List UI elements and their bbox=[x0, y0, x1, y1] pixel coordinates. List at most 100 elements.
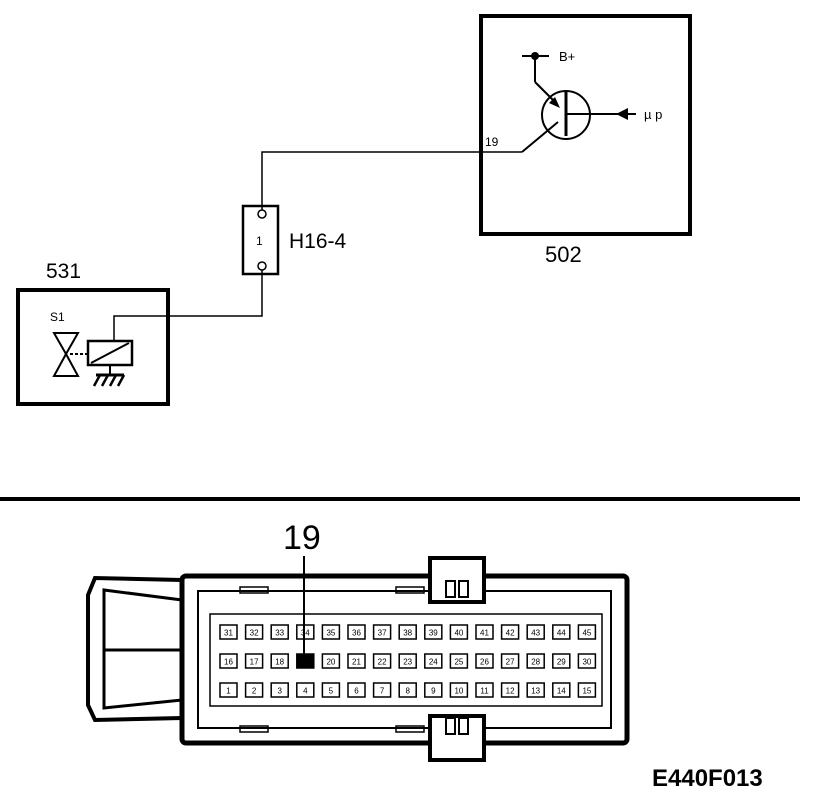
connector-pin-label: 33 bbox=[275, 629, 284, 638]
connector-pin bbox=[244, 624, 264, 640]
bottom-lock-slot-right bbox=[458, 717, 469, 735]
valve-unit-531: 531 S1 bbox=[16, 260, 170, 406]
connector-pin-label: 18 bbox=[275, 658, 284, 667]
connector-pin-label: 39 bbox=[429, 629, 438, 638]
connector-pin-label: 10 bbox=[454, 687, 463, 696]
connector-pin-label: 8 bbox=[405, 687, 410, 696]
connector-pin bbox=[321, 682, 341, 698]
connector-pin-label: 9 bbox=[431, 687, 436, 696]
connector-pin bbox=[347, 653, 366, 669]
connector-pin bbox=[552, 682, 571, 698]
connector-pin bbox=[500, 653, 520, 669]
connector-pin-label: 45 bbox=[582, 629, 591, 638]
connector-pin-label: 31 bbox=[224, 629, 233, 638]
connector-pin-label: 27 bbox=[506, 658, 515, 667]
connector-pin bbox=[321, 624, 341, 640]
connector-pin-label: 40 bbox=[454, 629, 463, 638]
guide-rib bbox=[239, 725, 269, 733]
connector-housing-inner bbox=[197, 590, 612, 729]
valve-unit-box bbox=[16, 288, 170, 406]
connector-pin bbox=[424, 624, 443, 640]
connector-pin bbox=[270, 682, 289, 698]
bottom-lock-tab bbox=[428, 714, 486, 762]
top-lock-slot-right bbox=[458, 580, 469, 598]
connector-pin bbox=[244, 653, 264, 669]
connector-pin bbox=[449, 682, 469, 698]
connector-pin bbox=[372, 624, 392, 640]
connector-pin-label: 25 bbox=[454, 658, 463, 667]
top-lock-tab bbox=[428, 556, 486, 604]
ground-icon bbox=[92, 373, 126, 387]
guide-rib bbox=[395, 586, 425, 594]
connector-pin-label: 23 bbox=[403, 658, 412, 667]
connector-label: H16-4 bbox=[289, 230, 347, 253]
valve-symbol-top bbox=[52, 332, 80, 357]
bottom-lock-slot-left bbox=[445, 717, 456, 735]
connector-pin-label: 19 bbox=[301, 658, 310, 667]
connector-h16-4: 1 H16-4 bbox=[241, 204, 347, 276]
connector-pin-label: 20 bbox=[326, 658, 335, 667]
connector-pin-label: 35 bbox=[326, 629, 335, 638]
signal-wire bbox=[261, 151, 522, 210]
connector-pin-label: 21 bbox=[352, 658, 361, 667]
connector-pin-label: 3 bbox=[277, 687, 282, 696]
connector-pin-label: 24 bbox=[429, 658, 438, 667]
valve-wire bbox=[113, 270, 263, 340]
connector-pin bbox=[270, 624, 289, 640]
valve-label: S1 bbox=[50, 310, 65, 324]
connector-pin bbox=[449, 624, 469, 640]
connector-pin bbox=[398, 653, 417, 669]
connector-pin bbox=[500, 682, 520, 698]
connector-pin bbox=[347, 624, 366, 640]
connector-pin-label: 42 bbox=[506, 629, 515, 638]
connector-pin bbox=[475, 653, 494, 669]
connector-pin-label: 38 bbox=[403, 629, 412, 638]
connector-pin-label: 29 bbox=[557, 658, 566, 667]
connector-pin-number: 1 bbox=[256, 234, 263, 248]
connector-housing bbox=[179, 573, 630, 746]
figure-id: E440F013 bbox=[652, 765, 763, 792]
connector-pin bbox=[296, 624, 315, 640]
connector-pin-label: 6 bbox=[354, 687, 359, 696]
connector-body bbox=[241, 204, 280, 276]
connector-pin-label: 14 bbox=[557, 687, 566, 696]
connector-pin bbox=[424, 653, 443, 669]
connector-bottom-terminal bbox=[257, 261, 267, 271]
connector-pin bbox=[500, 624, 520, 640]
connector-pin-label: 13 bbox=[531, 687, 540, 696]
connector-pin bbox=[577, 682, 597, 698]
top-lock-slot-left bbox=[445, 580, 456, 598]
supply-label: B+ bbox=[559, 49, 575, 64]
connector-pin bbox=[219, 624, 238, 640]
module-pin-label: 19 bbox=[485, 135, 499, 149]
connector-pin bbox=[398, 682, 417, 698]
guide-rib bbox=[239, 586, 269, 594]
connector-pin bbox=[552, 653, 571, 669]
control-module-label: 502 bbox=[545, 242, 582, 267]
connector-pin bbox=[475, 682, 494, 698]
connector-pin bbox=[296, 653, 315, 669]
microprocessor-label: µ p bbox=[644, 107, 662, 122]
guide-rib bbox=[395, 725, 425, 733]
connector-pin bbox=[372, 682, 392, 698]
connector-pin bbox=[219, 653, 238, 669]
solenoid-diagonal bbox=[90, 342, 130, 364]
connector-pin bbox=[347, 682, 366, 698]
connector-pin-label: 1 bbox=[226, 687, 231, 696]
connector-pin-label: 11 bbox=[480, 687, 489, 696]
valve-unit-label: 531 bbox=[46, 260, 81, 283]
pin-callout-label: 19 bbox=[283, 519, 321, 557]
connector-pin-label: 4 bbox=[303, 687, 308, 696]
connector-pin bbox=[475, 624, 494, 640]
connector-pin-label: 17 bbox=[250, 658, 259, 667]
connector-pin-label: 28 bbox=[531, 658, 540, 667]
connector-pin bbox=[321, 653, 341, 669]
control-module-502: 502 B+ µ p 19 bbox=[479, 14, 692, 267]
input-arrow bbox=[616, 108, 628, 120]
connector-pin bbox=[577, 624, 597, 640]
connector-pin-label: 15 bbox=[582, 687, 591, 696]
connector-pin bbox=[372, 653, 392, 669]
